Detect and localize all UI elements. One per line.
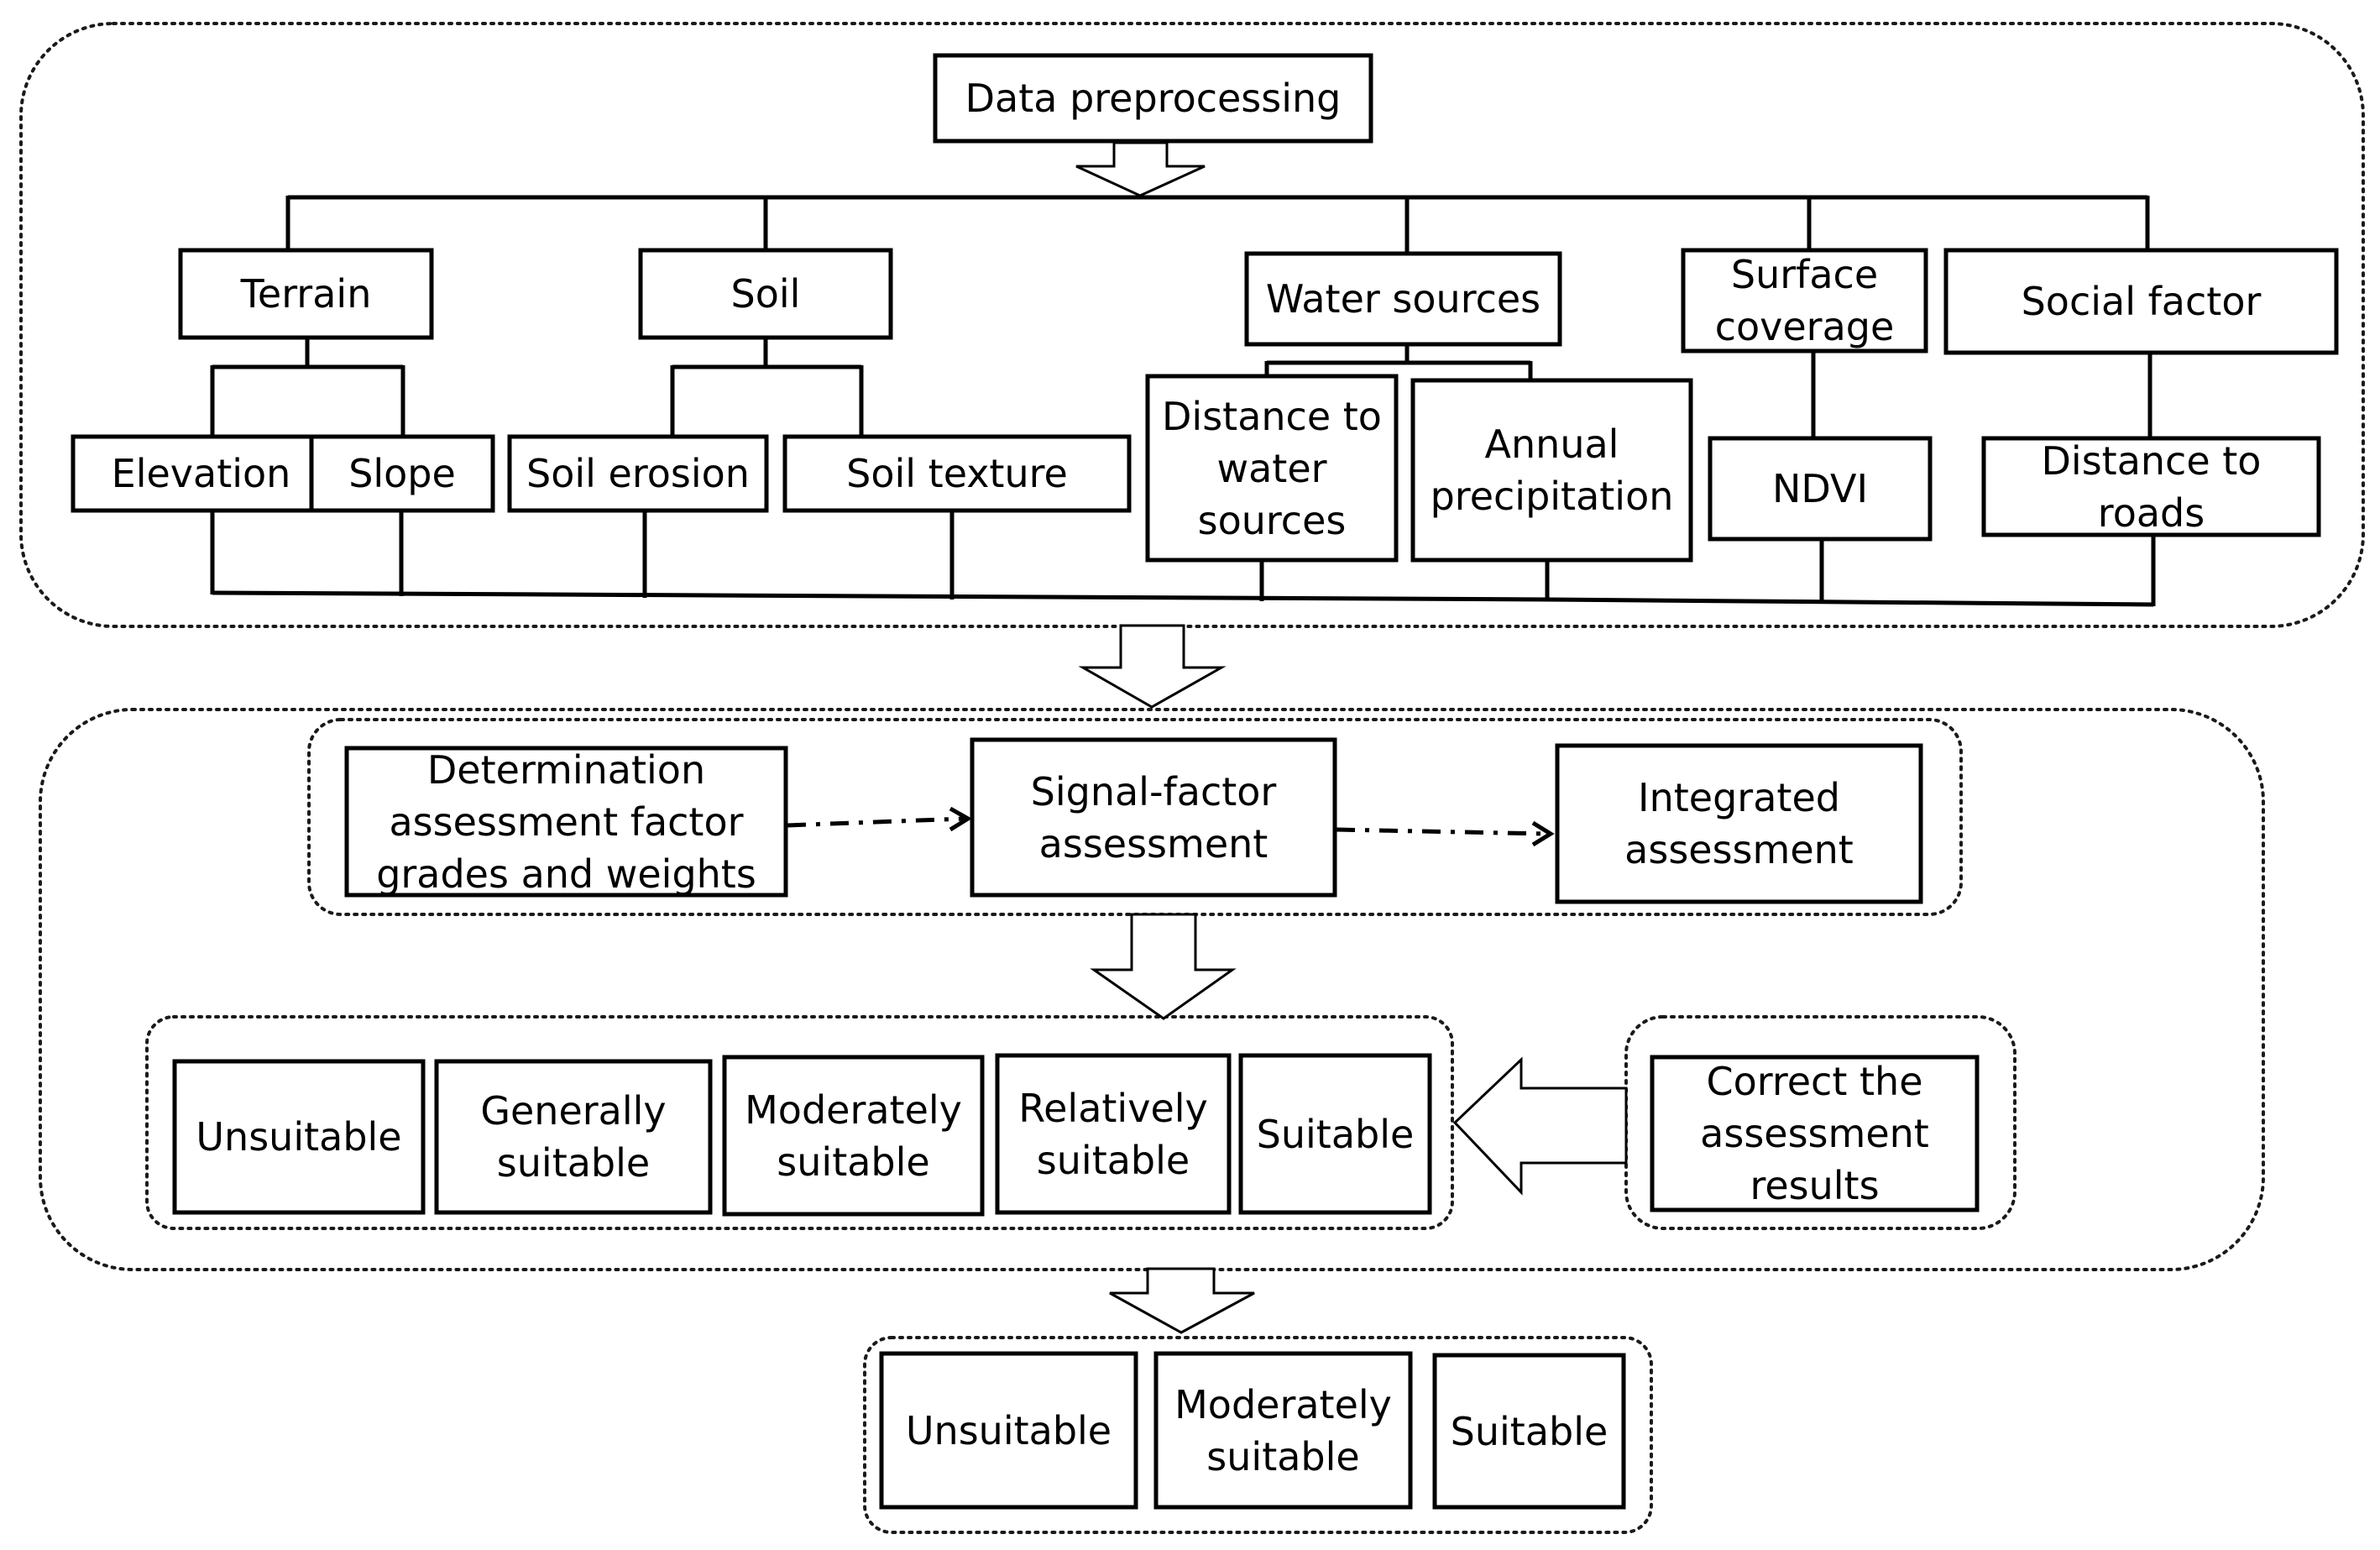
node-elevation: Elevation: [111, 451, 291, 496]
five-level-group-border: [145, 1015, 1454, 1230]
preprocessing-group-border: [19, 22, 2365, 628]
node-water-sources: Water sources: [1265, 276, 1541, 322]
node-data-preprocessing: Data preprocessing: [965, 76, 1342, 121]
node-terrain: Terrain: [240, 271, 372, 317]
arrow-down-3-icon: [1090, 913, 1237, 1020]
node-signal-factor: Signal-factor assessment: [1030, 768, 1277, 867]
node-soil-erosion: Soil erosion: [526, 451, 750, 496]
node-determination: Determination assessment factor grades a…: [376, 746, 756, 897]
node-level5-generally-suitable: Generally suitable: [480, 1088, 667, 1186]
node-soil-texture: Soil texture: [846, 451, 1068, 496]
node-surface-coverage: Surface coverage: [1714, 252, 1895, 349]
three-level-group-border: [863, 1336, 1653, 1534]
node-distance-to-water: Distance to water sources: [1162, 393, 1382, 543]
node-social-factor: Social factor: [2021, 279, 2262, 324]
node-annual-precipitation: Annual precipitation: [1430, 422, 1674, 519]
node-level5-moderately-suitable: Moderately suitable: [745, 1087, 962, 1185]
node-soil: Soil: [730, 271, 801, 317]
node-distance-to-roads: Distance to roads: [2041, 437, 2262, 536]
node-level3-suitable: Suitable: [1450, 1408, 1608, 1454]
node-level5-unsuitable: Unsuitable: [196, 1114, 402, 1160]
node-ndvi: NDVI: [1771, 466, 1869, 511]
node-level5-relatively-suitable: Relatively suitable: [1018, 1085, 1208, 1183]
node-correct-results: Correct the assessment results: [1700, 1059, 1929, 1208]
arrow-head-1-icon: [949, 806, 972, 832]
dashdot-arrow-2: [1336, 827, 1547, 836]
node-level3-moderately-suitable: Moderately suitable: [1174, 1381, 1392, 1479]
dashdot-arrow-1: [787, 816, 965, 828]
arrow-left-icon: [1452, 1056, 1628, 1196]
tree-connectors: [210, 195, 2156, 607]
node-integrated: Integrated assessment: [1624, 775, 1854, 872]
arrow-head-2-icon: [1531, 820, 1555, 847]
node-level3-unsuitable: Unsuitable: [905, 1407, 1112, 1453]
arrow-down-4-icon: [1109, 1267, 1255, 1334]
node-slope: Slope: [348, 451, 456, 496]
node-level5-suitable: Suitable: [1256, 1111, 1415, 1157]
arrow-down-1-icon: [1075, 141, 1206, 197]
arrow-down-2-icon: [1078, 624, 1227, 709]
